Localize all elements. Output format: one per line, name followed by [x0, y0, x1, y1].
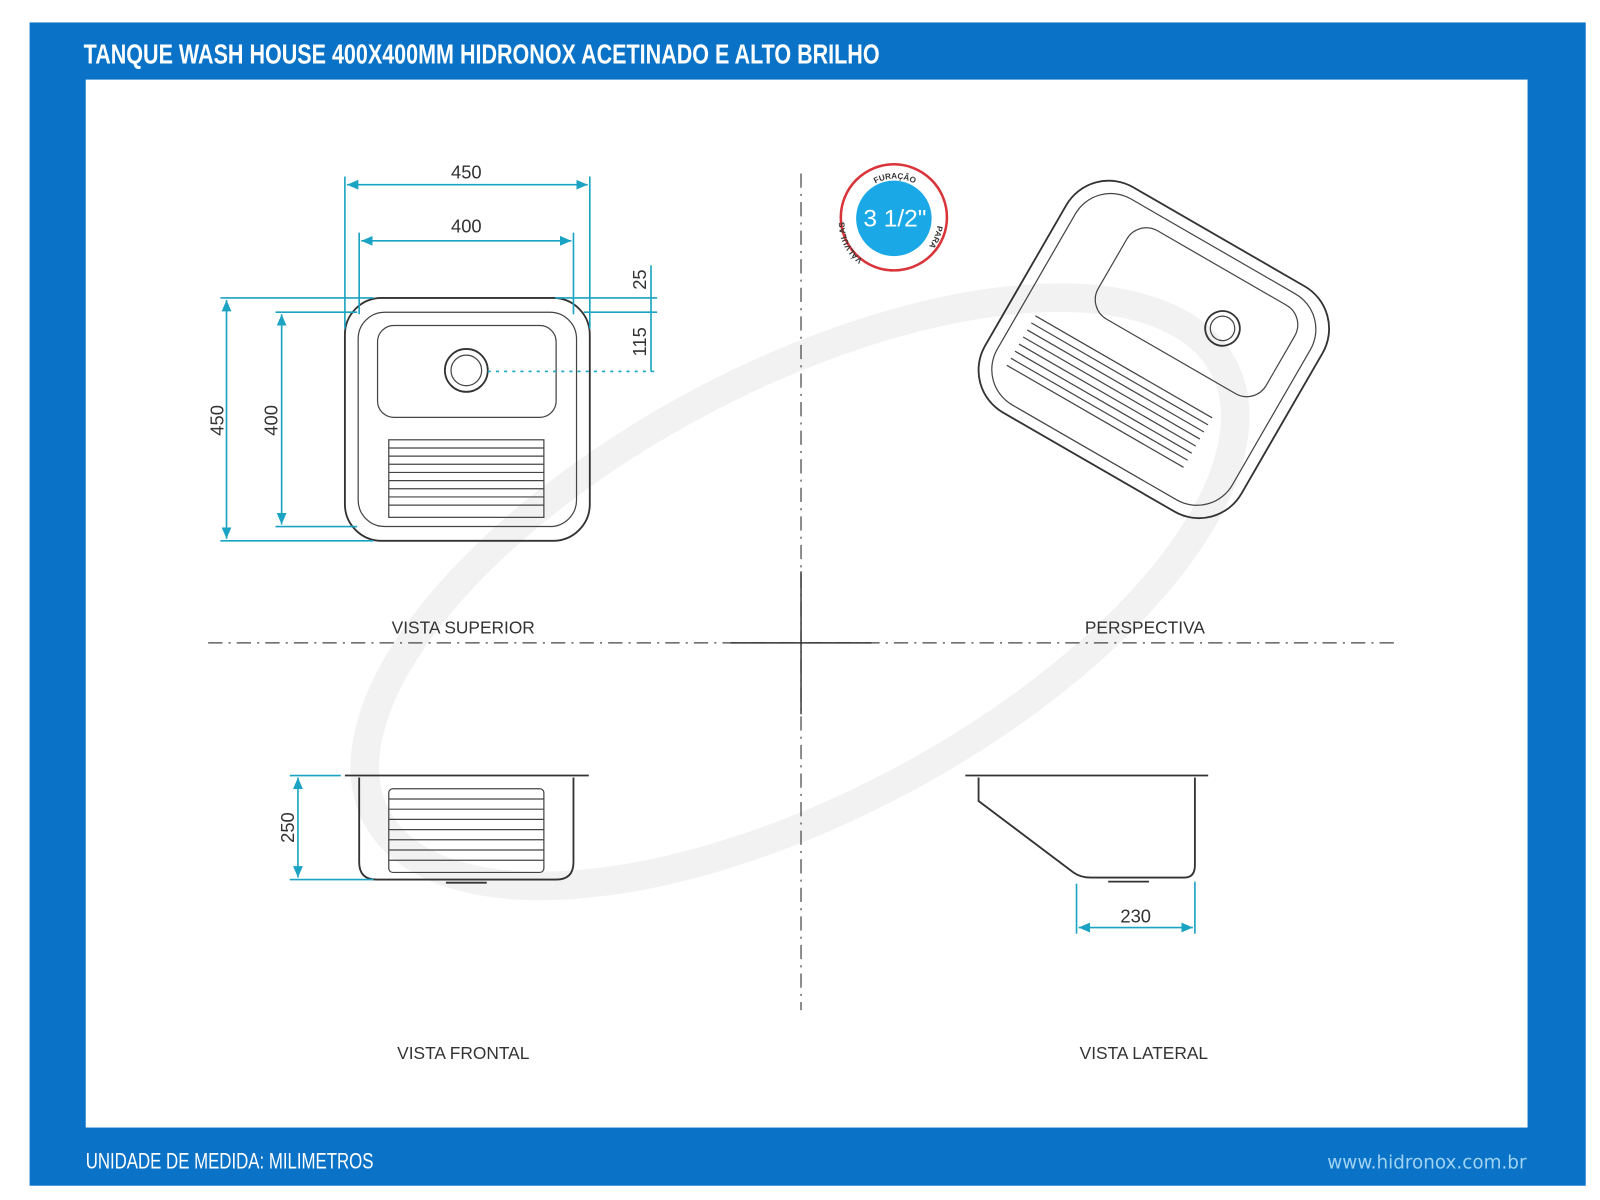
front-view: 250	[277, 774, 589, 884]
drawing-panel	[85, 79, 1528, 1128]
badge-value: 3 1/2"	[863, 206, 926, 233]
perspective-view	[977, 179, 1331, 520]
dim-bottom: 230	[1120, 905, 1151, 926]
dim-inner-height: 400	[261, 405, 282, 436]
unit-label: UNIDADE DE MEDIDA: MILIMETROS	[86, 1148, 374, 1173]
watermark-logo	[350, 283, 1250, 901]
side-view: 230	[965, 774, 1209, 934]
dim-outer-height: 450	[206, 405, 227, 436]
label-vista-lateral: VISTA LATERAL	[1080, 1043, 1209, 1063]
dim-inner-width: 400	[451, 216, 482, 237]
dim-rim: 25	[629, 269, 650, 289]
label-vista-superior: VISTA SUPERIOR	[392, 618, 535, 638]
dim-outer-width: 450	[451, 162, 482, 183]
page-title: TANQUE WASH HOUSE 400X400MM HIDRONOX ACE…	[84, 38, 880, 69]
valve-badge: 3 1/2" FURAÇÃO VÁLVULAS PARA	[837, 163, 949, 272]
top-view: 450 400 450 400 25 115	[206, 162, 658, 542]
dim-drain-offset: 115	[629, 327, 650, 356]
dim-depth: 250	[277, 812, 298, 843]
badge-top-text: FURAÇÃO	[872, 172, 917, 186]
label-perspectiva: PERSPECTIVA	[1085, 618, 1205, 638]
website-link[interactable]: www.hidronox.com.br	[1327, 1152, 1527, 1173]
svg-text:FURAÇÃO: FURAÇÃO	[872, 172, 917, 186]
label-vista-frontal: VISTA FRONTAL	[397, 1043, 530, 1063]
